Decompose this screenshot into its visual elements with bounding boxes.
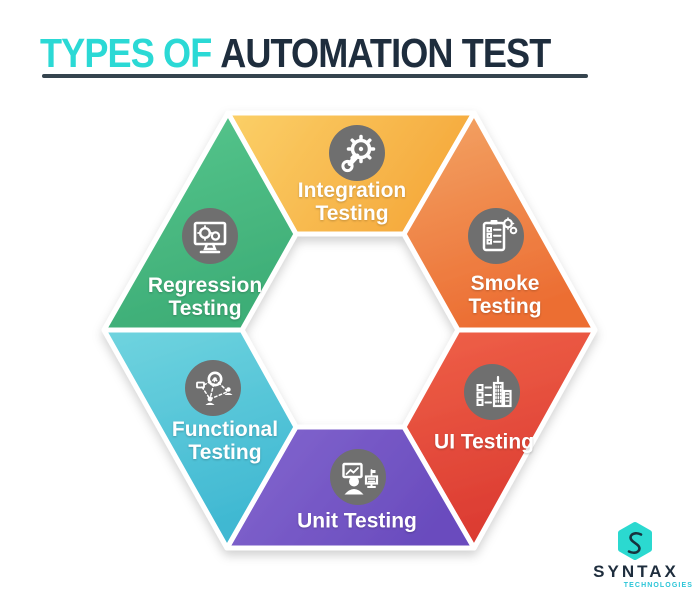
syntax-logo-name: SYNTAX: [593, 562, 679, 581]
person-computer-icon: [330, 449, 386, 505]
monitor-gears-icon: [182, 208, 238, 264]
label-integration-testing: Integration Testing: [297, 179, 407, 225]
title-highlight: TYPES OF: [40, 30, 212, 76]
checklist-gears-icon: [468, 208, 524, 264]
title-underline: [42, 74, 588, 78]
label-regression-testing: Regression Testing: [147, 274, 263, 320]
syntax-logo: SYNTAX TECHNOLOGIES: [577, 520, 697, 598]
checklist-building-icon: [464, 364, 520, 420]
label-smoke-testing: Smoke Testing: [468, 272, 542, 318]
label-unit-testing: Unit Testing: [297, 509, 417, 533]
syntax-logo-hexagon-icon: [618, 522, 652, 560]
network-nodes-icon: [185, 360, 241, 416]
title-rest: AUTOMATION TEST: [220, 30, 551, 76]
label-functional-testing: Functional Testing: [171, 418, 279, 464]
syntax-logo-tagline: TECHNOLOGIES: [623, 582, 693, 589]
label-ui-testing: UI Testing: [434, 430, 534, 454]
gear-wrench-icon: [329, 125, 385, 181]
